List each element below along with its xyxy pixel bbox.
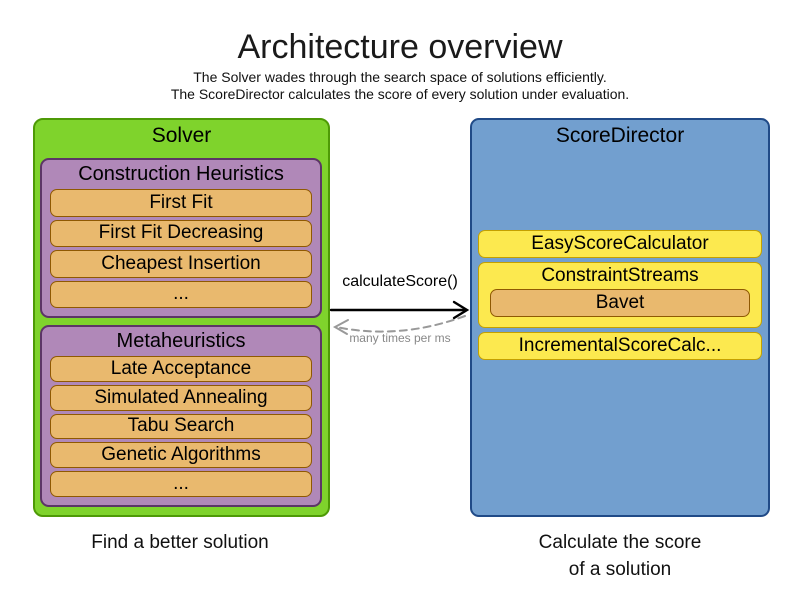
list-item-tabu-search: Tabu Search: [50, 413, 312, 440]
list-item-bavet: Bavet: [490, 289, 750, 317]
score-director-caption-line-1: Calculate the score: [538, 532, 702, 553]
list-item-metaheuristics-ellipsis: ...: [50, 471, 312, 497]
solver-caption: Find a better solution: [91, 532, 269, 553]
page-title: Architecture overview: [237, 28, 563, 66]
calculate-score-label: calculateScore(): [342, 273, 458, 290]
metaheuristics-box: Metaheuristics Late Acceptance Simulated…: [40, 325, 322, 507]
list-item-easy-score-calculator: EasyScoreCalculator: [478, 230, 762, 258]
list-item-incremental-score-calculator: IncrementalScoreCalc...: [478, 332, 762, 360]
list-item-first-fit-decreasing: First Fit Decreasing: [50, 219, 312, 247]
connection-arrows: [329, 300, 470, 335]
subtitle-line-1: The Solver wades through the search spac…: [193, 69, 607, 85]
feedback-arrow: [332, 315, 466, 335]
solver-title: Solver: [151, 124, 212, 147]
list-item-late-acceptance: Late Acceptance: [50, 356, 312, 382]
score-director-caption-line-2: of a solution: [568, 559, 672, 580]
score-director-box: ScoreDirector EasyScoreCalculator Constr…: [470, 118, 770, 517]
construction-heuristics-title: Construction Heuristics: [78, 162, 284, 185]
metaheuristics-title: Metaheuristics: [116, 329, 246, 352]
constraint-streams-box: ConstraintStreams Bavet: [478, 262, 762, 328]
calculate-score-arrow: [329, 300, 470, 320]
list-item-cheapest-insertion: Cheapest Insertion: [50, 250, 312, 278]
constraint-streams-title: ConstraintStreams: [541, 265, 699, 286]
list-item-simulated-annealing: Simulated Annealing: [50, 384, 312, 411]
list-item-genetic-algorithms: Genetic Algorithms: [50, 442, 312, 469]
construction-heuristics-box: Construction Heuristics First Fit First …: [40, 158, 322, 318]
frequency-label: many times per ms: [349, 331, 451, 345]
subtitle-line-2: The ScoreDirector calculates the score o…: [170, 86, 630, 102]
list-item-first-fit: First Fit: [50, 189, 312, 217]
list-item-construction-ellipsis: ...: [50, 280, 312, 308]
score-director-title: ScoreDirector: [555, 124, 685, 147]
solver-box: Solver Construction Heuristics First Fit…: [33, 118, 330, 517]
